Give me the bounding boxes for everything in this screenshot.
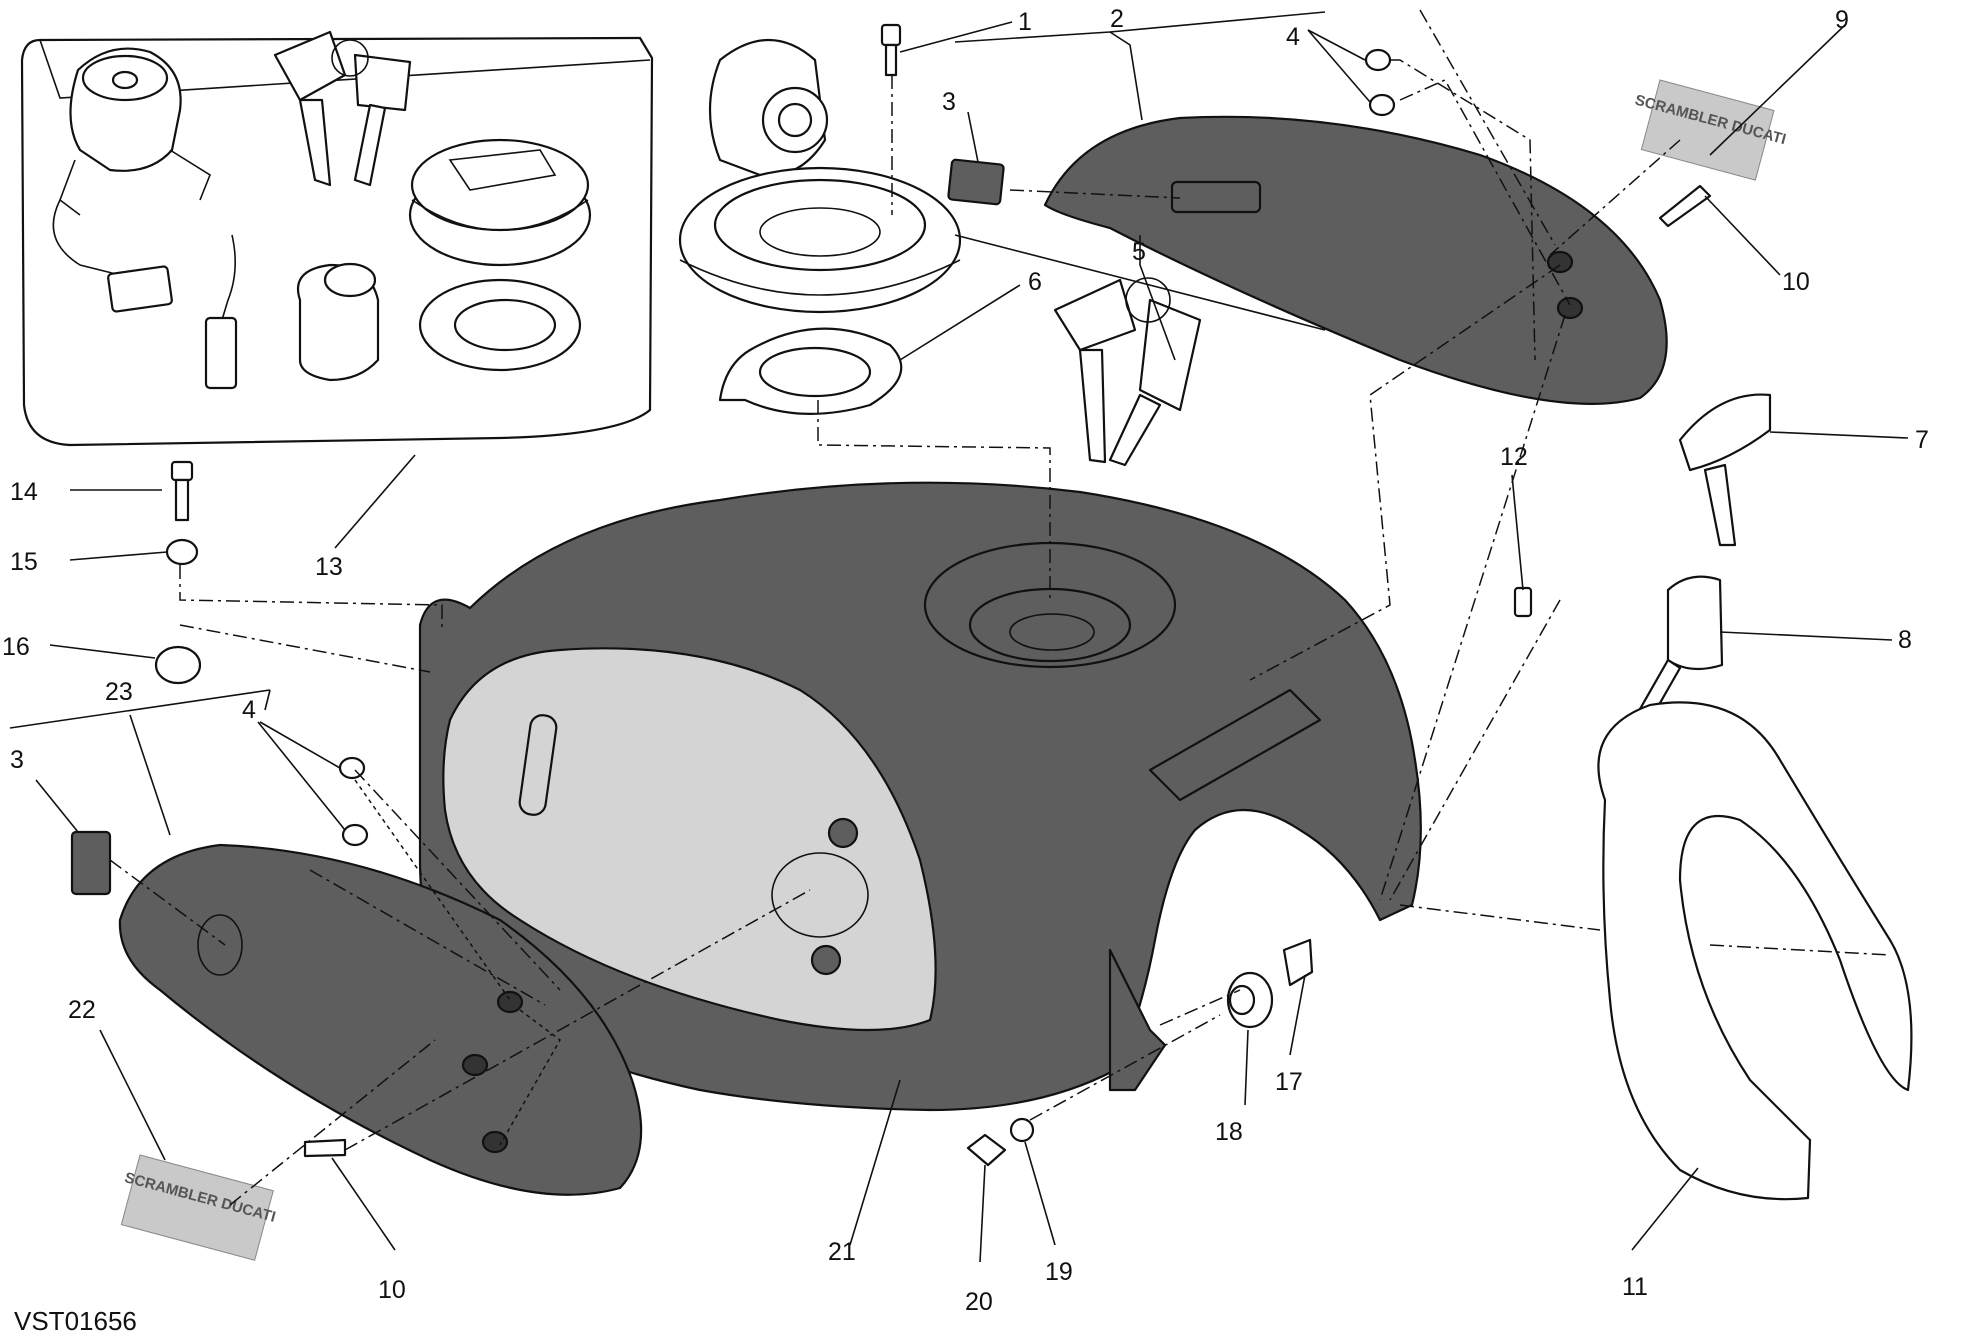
left-side-panel [118, 843, 643, 1196]
key-7 [1678, 393, 1772, 547]
key-set-5 [1053, 277, 1202, 467]
callout-labels: 1 2 3 4 5 6 7 8 9 10 11 12 13 14 15 16 1… [2, 5, 1929, 1316]
callout-4-left: 4 [242, 696, 256, 724]
callout-7: 7 [1915, 426, 1929, 454]
callout-5: 5 [1132, 238, 1146, 266]
tank-rear-cover [1597, 701, 1913, 1201]
clip-12 [1513, 586, 1533, 618]
leader-lines [9, 11, 1909, 1263]
bolt-17 [1282, 938, 1314, 987]
washer-19 [1009, 1117, 1035, 1143]
callout-2: 2 [1110, 5, 1124, 33]
assembly-lines [109, 9, 1891, 1206]
emblem-grille-top [947, 158, 1005, 206]
callout-23: 23 [105, 678, 133, 706]
callout-10-left: 10 [378, 1276, 406, 1304]
screw-14 [170, 460, 194, 522]
callout-19: 19 [1045, 1258, 1073, 1286]
grommet-top-2 [1368, 93, 1396, 117]
callout-22: 22 [68, 996, 96, 1024]
callout-6: 6 [1028, 268, 1042, 296]
emblem-grille-left [70, 830, 112, 896]
callout-16: 16 [2, 633, 30, 661]
bolt-20 [966, 1133, 1007, 1167]
callout-21: 21 [828, 1238, 856, 1266]
grommet-top-1 [1364, 48, 1392, 72]
scrambler-badge-upper-right: SCRAMBLER DUCATI [1633, 79, 1788, 181]
spacer-18 [1226, 971, 1274, 1029]
screw-1 [880, 23, 902, 77]
callout-15: 15 [10, 548, 38, 576]
callout-10-right: 10 [1782, 268, 1810, 296]
lock-cylinder-inset [297, 262, 380, 382]
callout-13: 13 [315, 553, 343, 581]
right-side-panel [1043, 115, 1668, 405]
fuel-cap-assembly [678, 39, 962, 314]
callout-3-top: 3 [942, 88, 956, 116]
callout-12: 12 [1500, 443, 1528, 471]
callout-17: 17 [1275, 1068, 1303, 1096]
inset-panel-ignition-lock-kit [20, 30, 654, 447]
callout-1: 1 [1018, 8, 1032, 36]
fuel-cap-inset [408, 138, 592, 267]
callout-11: 11 [1622, 1273, 1648, 1301]
key-set-inset [273, 30, 412, 187]
scrambler-badge-lower-left: SCRAMBLER DUCATI [120, 1154, 277, 1261]
callout-9: 9 [1835, 6, 1849, 34]
callout-4-top: 4 [1286, 23, 1300, 51]
callout-3-left: 3 [10, 746, 24, 774]
callout-14: 14 [10, 478, 38, 506]
fuel-cap-gasket [718, 327, 903, 415]
callout-8: 8 [1898, 626, 1912, 654]
gasket-ring-inset [418, 278, 582, 372]
callout-20: 20 [965, 1288, 993, 1316]
grommet-left-2 [341, 823, 369, 847]
grommet-16 [154, 645, 202, 685]
ignition-switch [52, 47, 238, 390]
screw-10-left [303, 1138, 347, 1158]
screw-10-right [1658, 184, 1712, 228]
document-id: VST01656 [14, 1306, 137, 1336]
callout-18: 18 [1215, 1118, 1243, 1146]
washer-15 [165, 538, 199, 566]
